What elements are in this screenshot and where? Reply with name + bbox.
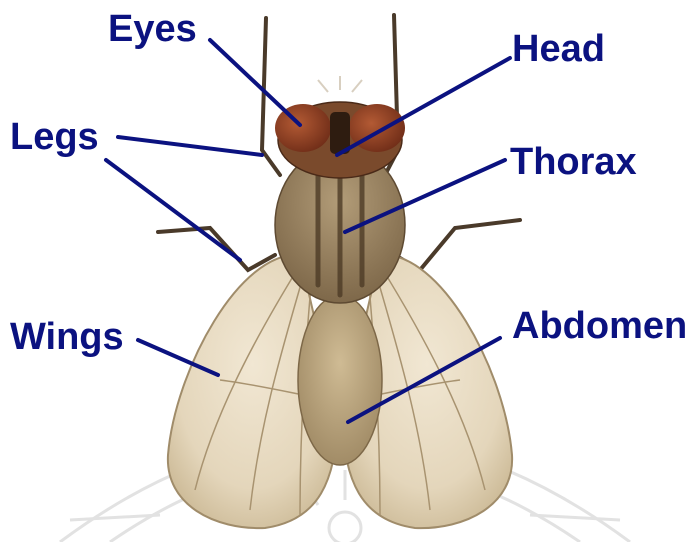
head-label: Head: [512, 30, 605, 68]
wings-label: Wings: [10, 318, 124, 356]
abdomen-label: Abdomen: [512, 307, 687, 345]
legs-leader-line: [118, 137, 262, 155]
abdomen-drawing: [298, 295, 382, 465]
thorax-label: Thorax: [510, 143, 637, 181]
legs-label: Legs: [10, 118, 99, 156]
eyes-leader-line: [210, 40, 300, 125]
legs-lower-leader-line: [106, 160, 240, 260]
eyes-label: Eyes: [108, 10, 197, 48]
